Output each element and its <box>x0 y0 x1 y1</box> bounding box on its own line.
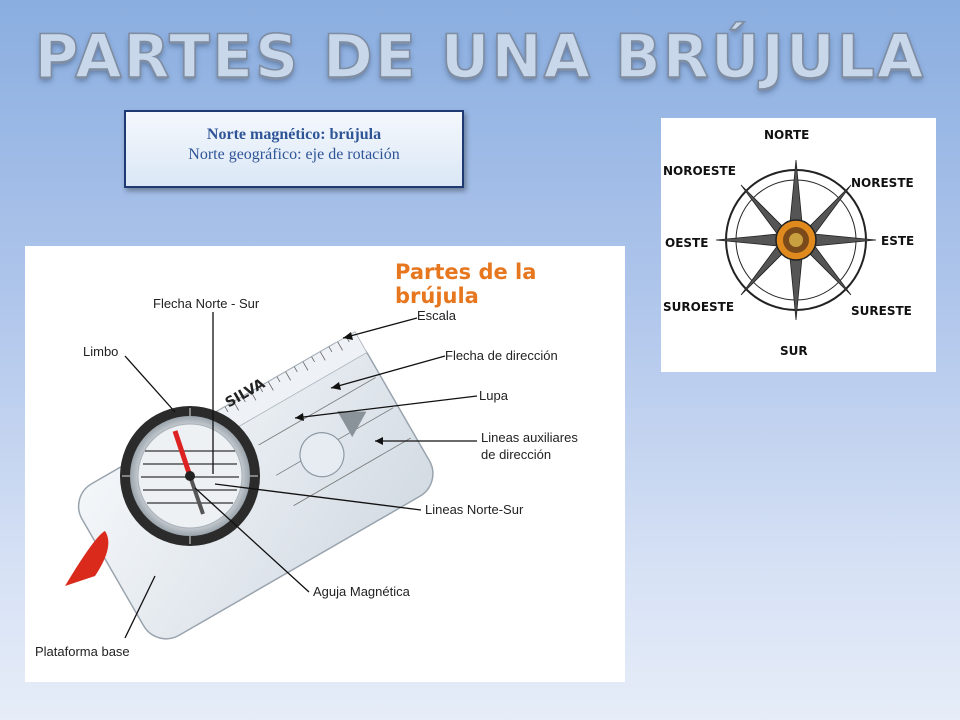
magnifier-lens <box>299 432 345 478</box>
rose-label-noroeste: NOROESTE <box>663 164 736 178</box>
label-limbo: Limbo <box>83 344 119 359</box>
compass-rose-figure: NORTE NOROESTE NORESTE OESTE ESTE SUROES… <box>661 118 936 372</box>
note-box: Norte magnético: brújula Norte geográfic… <box>124 110 464 188</box>
rose-label-sureste: SURESTE <box>851 304 912 318</box>
figure-title: Partes de la brújula <box>395 260 537 308</box>
compass-dial <box>120 406 260 546</box>
note-line-geographic: Norte geográfico: eje de rotación <box>188 146 400 163</box>
rose-label-norte: NORTE <box>764 128 810 142</box>
label-plataforma-base: Plataforma base <box>35 644 130 659</box>
label-lineas-auxiliares-2: de dirección <box>481 447 552 462</box>
rose-label-noreste: NORESTE <box>851 176 914 190</box>
needle-north <box>172 430 193 477</box>
note-line-magnetic: Norte magnético: brújula <box>206 126 382 143</box>
label-lupa: Lupa <box>479 388 508 403</box>
needle-south <box>188 475 205 515</box>
label-escala: Escala <box>417 308 457 323</box>
rose-label-sur: SUR <box>780 344 808 358</box>
label-lineas-auxiliares-1: Lineas auxiliares <box>481 430 578 445</box>
compass-parts-figure: SILVA <box>25 246 625 682</box>
leader-lines <box>124 312 478 639</box>
label-aguja-magnetica: Aguja Magnética <box>313 584 410 599</box>
compass-illustration: SILVA <box>65 312 478 640</box>
compass-rose-illustration <box>715 159 877 321</box>
lanyard <box>65 531 109 586</box>
rose-label-este: ESTE <box>881 234 915 248</box>
label-flecha-direccion: Flecha de dirección <box>445 348 558 363</box>
rose-label-oeste: OESTE <box>665 236 709 250</box>
label-flecha-norte-sur: Flecha Norte - Sur <box>153 296 260 311</box>
slide-title: PARTES DE UNA BRÚJULA <box>34 21 926 93</box>
label-lineas-norte-sur: Lineas Norte-Sur <box>425 502 524 517</box>
rose-label-suroeste: SUROESTE <box>663 300 735 314</box>
